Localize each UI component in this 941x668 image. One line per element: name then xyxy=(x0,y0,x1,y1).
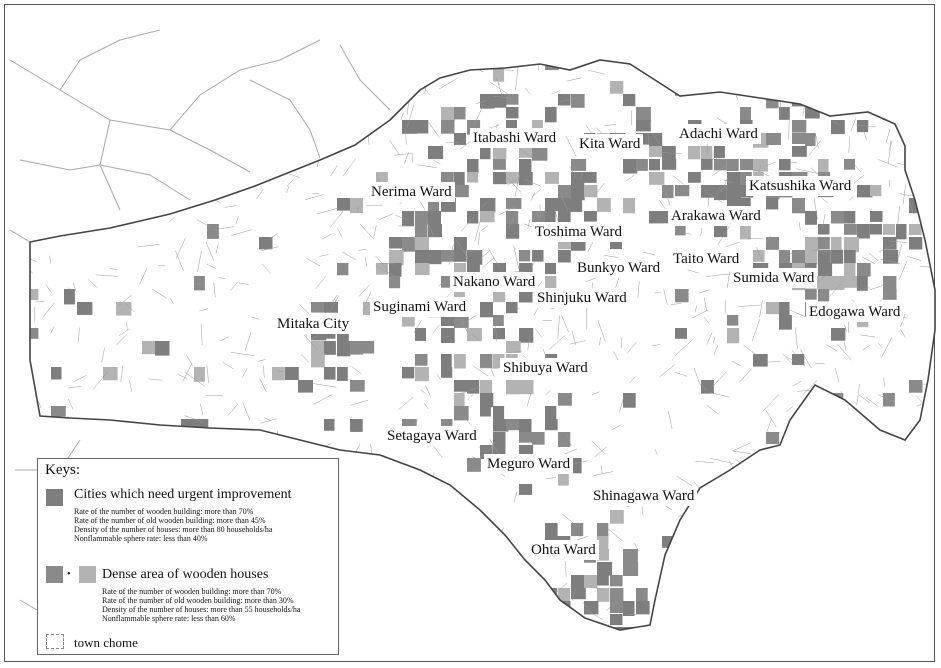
ward-label-suginami: Suginami Ward xyxy=(370,297,470,317)
legend-label-dense: Dense area of wooden houses xyxy=(102,567,269,582)
ward-label-nakano: Nakano Ward xyxy=(450,272,539,292)
ward-label-sumida: Sumida Ward xyxy=(730,268,818,288)
legend-separator: • xyxy=(67,569,71,580)
legend-title: Keys: xyxy=(45,462,80,478)
ward-label-meguro: Meguro Ward xyxy=(484,454,574,474)
legend-swatch-dense-dark xyxy=(46,566,63,583)
legend-label-urgent: Cities which need urgent improvement xyxy=(74,487,292,502)
legend-swatch-dense-light xyxy=(79,566,96,583)
ward-label-bunkyo: Bunkyo Ward xyxy=(574,258,664,278)
ward-label-itabashi: Itabashi Ward xyxy=(470,128,560,148)
criteria-item: Density of the number of houses: more th… xyxy=(102,605,301,614)
legend-swatch-urgent xyxy=(46,489,63,506)
criteria-item: Rate of the number of wooden building: m… xyxy=(74,507,254,516)
ward-label-nerima: Nerima Ward xyxy=(368,182,455,202)
criteria-item: Nonflammable sphere rate: less than 60% xyxy=(102,614,236,623)
legend: Keys: Cities which need urgent improveme… xyxy=(37,458,339,655)
ward-label-arakawa: Arakawa Ward xyxy=(668,206,764,226)
criteria-item: Rate of the number of old wooden buildin… xyxy=(74,516,266,525)
legend-swatch-town xyxy=(46,634,64,649)
legend-criteria-dense: Rate of the number of wooden building: m… xyxy=(102,587,300,623)
ward-label-ohta: Ohta Ward xyxy=(528,540,599,560)
criteria-item: Rate of the number of wooden building: m… xyxy=(102,587,282,596)
ward-label-setagaya: Setagaya Ward xyxy=(384,426,480,446)
ward-label-adachi: Adachi Ward xyxy=(676,124,761,144)
legend-label-town: town chome xyxy=(74,635,138,650)
ward-label-shinjuku: Shinjuku Ward xyxy=(534,288,630,308)
ward-label-taito: Taito Ward xyxy=(670,249,743,269)
ward-label-shibuya: Shibuya Ward xyxy=(500,358,591,378)
ward-label-katsushika: Katsushika Ward xyxy=(746,176,855,196)
ward-label-shinagawa: Shinagawa Ward xyxy=(590,486,698,506)
ward-label-edogawa: Edogawa Ward xyxy=(806,302,904,322)
outer-region-lines xyxy=(9,29,391,611)
criteria-item: Density of the number of houses: more th… xyxy=(74,525,273,534)
ward-label-kita: Kita Ward xyxy=(576,134,644,154)
legend-criteria-urgent: Rate of the number of wooden building: m… xyxy=(74,507,272,543)
criteria-item: Nonflammable sphere rate: less than 40% xyxy=(74,534,208,543)
criteria-item: Rate of the number of old wooden buildin… xyxy=(102,596,294,605)
ward-label-mitaka: Mitaka City xyxy=(274,314,353,334)
ward-label-toshima: Toshima Ward xyxy=(532,222,626,242)
